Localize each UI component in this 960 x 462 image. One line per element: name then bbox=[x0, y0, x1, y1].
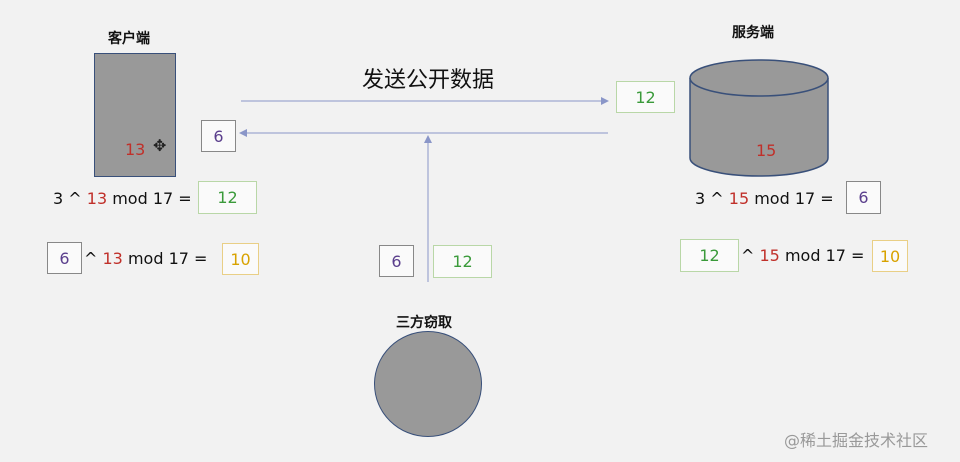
client-label: 客户端 bbox=[108, 31, 150, 47]
server-node bbox=[689, 59, 829, 177]
client-eq2-base: 6 bbox=[47, 242, 82, 274]
server-equation-1: 3 ^ 15 mod 17 = bbox=[695, 189, 834, 208]
server-equation-2: ^ 15 mod 17 = bbox=[741, 246, 865, 265]
server-label: 服务端 bbox=[732, 25, 774, 41]
to-server-value-box: 12 bbox=[616, 81, 675, 113]
captured-value-2: 12 bbox=[433, 245, 492, 278]
client-equation-1: 3 ^ 13 mod 17 = bbox=[53, 189, 192, 208]
server-eq1-result: 6 bbox=[846, 181, 881, 214]
channel-title: 发送公开数据 bbox=[362, 68, 495, 93]
eavesdropper-label: 三方窃取 bbox=[396, 315, 452, 331]
client-shared-key: 10 bbox=[222, 243, 259, 275]
eavesdropper-node bbox=[374, 331, 482, 437]
watermark-text: @稀土掘金技术社区 bbox=[784, 431, 929, 450]
client-secret: 13 bbox=[125, 140, 146, 159]
server-shared-key: 10 bbox=[872, 240, 908, 272]
client-equation-2: ^ 13 mod 17 = bbox=[84, 249, 208, 268]
captured-value-1: 6 bbox=[379, 245, 414, 277]
server-secret: 15 bbox=[756, 141, 777, 160]
client-node: 13 ✥ bbox=[94, 53, 176, 177]
server-eq2-base: 12 bbox=[680, 239, 739, 272]
cursor-icon: ✥ bbox=[153, 136, 167, 155]
client-eq1-result: 12 bbox=[198, 181, 257, 214]
to-client-value-box: 6 bbox=[201, 120, 236, 152]
